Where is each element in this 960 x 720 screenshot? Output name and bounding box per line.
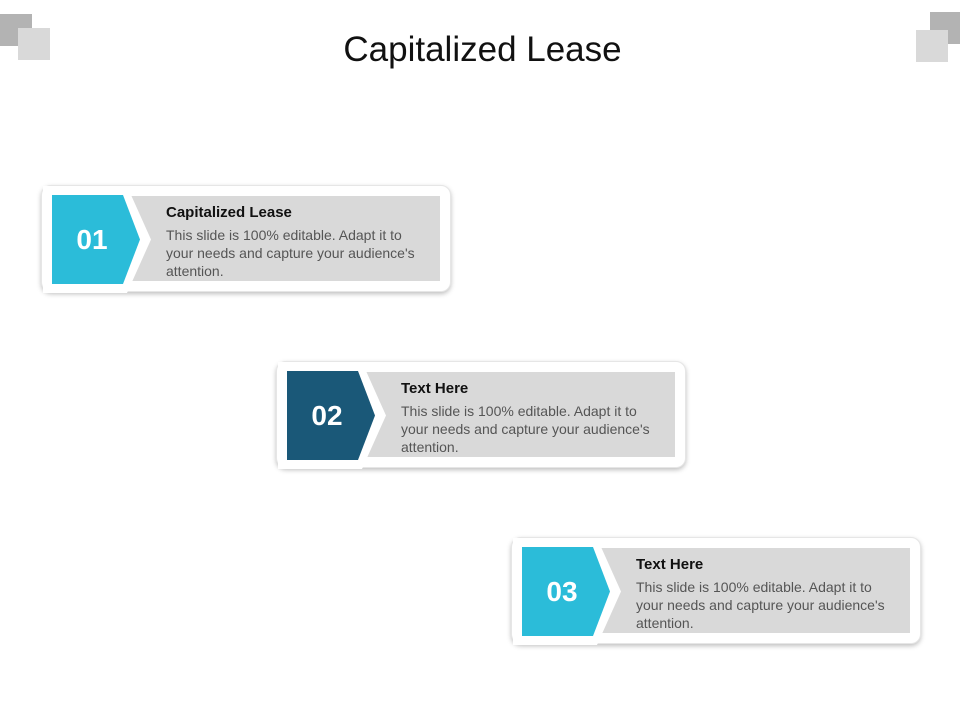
chevron-badge-shape (43, 186, 151, 293)
step-heading: Text Here (636, 556, 704, 573)
step-description: This slide is 100% editable. Adapt it to… (636, 579, 885, 631)
slide-title: Capitalized Lease (343, 30, 622, 69)
step-number: 01 (76, 223, 108, 255)
step-number: 03 (546, 575, 578, 607)
step-description: This slide is 100% editable. Adapt it to… (166, 227, 415, 279)
step-card-2: 02 Text Here This slide is 100% editable… (276, 361, 686, 469)
step-badge: 02 (278, 362, 390, 469)
corner-square (916, 30, 948, 62)
step-heading: Capitalized Lease (166, 204, 292, 221)
step-description: This slide is 100% editable. Adapt it to… (401, 403, 650, 455)
chevron-badge-shape (278, 362, 386, 469)
step-badge: 03 (513, 538, 625, 645)
step-badge: 01 (43, 186, 155, 293)
corner-square (18, 28, 50, 60)
step-number: 02 (311, 399, 343, 431)
step-heading: Text Here (401, 380, 469, 397)
step-card-1: 01 Capitalized Lease This slide is 100% … (41, 185, 451, 293)
chevron-badge-shape (513, 538, 621, 645)
step-card-3: 03 Text Here This slide is 100% editable… (511, 537, 921, 645)
